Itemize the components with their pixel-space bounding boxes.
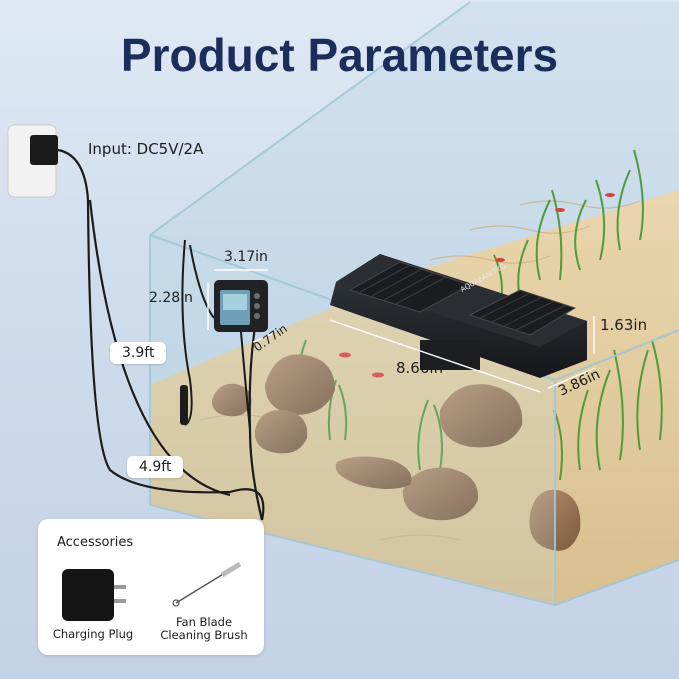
charging-plug-icon <box>62 569 126 621</box>
dim-controller-width: 3.17in <box>224 249 268 265</box>
dim-controller-height: 2.28in <box>149 290 193 306</box>
wall-outlet <box>7 124 58 198</box>
controller-device <box>214 280 268 332</box>
cleaning-brush-label: Fan Blade Cleaning Brush <box>160 615 248 642</box>
cable-length-long: 4.9ft <box>127 456 184 478</box>
rocks <box>211 354 581 551</box>
sensor-cable <box>181 239 251 431</box>
cable-length-short: 3.9ft <box>110 342 167 364</box>
dim-fan-length: 8.66in <box>396 359 444 377</box>
input-spec: Input: DC5V/2A <box>88 140 204 158</box>
cleaning-brush-icon <box>172 561 242 607</box>
aquatic-plants <box>297 149 663 481</box>
page-title: Product Parameters <box>120 29 559 81</box>
fish <box>339 193 615 378</box>
charging-plug-label: Charging Plug <box>52 627 134 641</box>
cooling-fan-device <box>330 254 587 378</box>
dim-fan-height: 1.63in <box>600 316 648 334</box>
accessories-card: Accessories Charging Plug Fan Blade Clea… <box>38 519 264 655</box>
temp-probe <box>180 385 188 425</box>
accessories-title: Accessories <box>57 535 134 550</box>
